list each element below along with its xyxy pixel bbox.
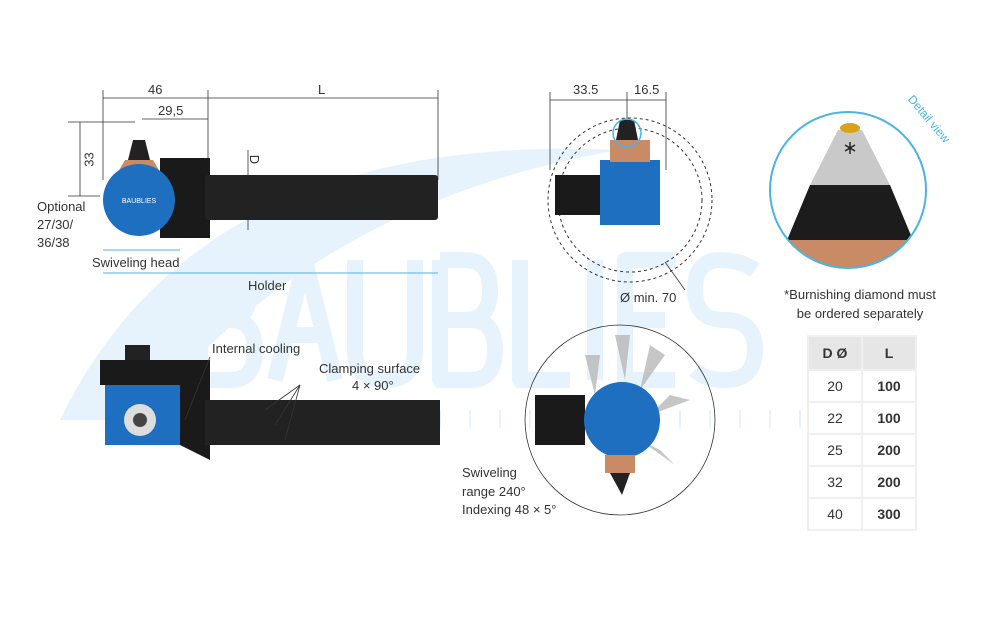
cell-diameter: 40: [807, 497, 863, 531]
swiveling-label: Swiveling: [462, 465, 517, 480]
dim-16-5: 16.5: [634, 82, 660, 97]
cell-length: 200: [861, 465, 917, 499]
optional-values-2: 36/38: [37, 235, 70, 250]
cell-diameter: 32: [807, 465, 863, 499]
cell-length: 300: [861, 497, 917, 531]
dim-33-5: 33.5: [573, 82, 599, 97]
indexing-label: Indexing 48 × 5°: [462, 502, 557, 517]
cell-length: 100: [861, 401, 917, 435]
diamond-note-1: *Burnishing diamond must: [784, 287, 936, 302]
min-diameter-label: Ø min. 70: [620, 290, 677, 305]
table-header-row: D Ø L: [807, 335, 917, 371]
cell-diameter: 22: [807, 401, 863, 435]
clamping-surface-label: Clamping surface: [319, 361, 421, 376]
header-length: L: [861, 335, 917, 371]
dim-L: L: [318, 82, 326, 97]
swivel-view-tool: [524, 324, 716, 516]
cell-diameter: 20: [807, 369, 863, 403]
cell-length: 100: [861, 369, 917, 403]
holder-label: Holder: [248, 278, 287, 293]
header-diameter: D Ø: [807, 335, 863, 371]
side-view-logo: BAUBLIES: [122, 198, 157, 205]
optional-label: Optional: [37, 199, 86, 214]
side-view-tool: BAUBLIES: [103, 140, 438, 238]
cell-diameter: 25: [807, 433, 863, 467]
dim-33: 33: [81, 152, 97, 167]
front-view: [547, 92, 713, 291]
clamping-value: 4 × 90°: [352, 378, 394, 393]
asterisk-icon: [844, 142, 856, 154]
dimension-blue-lines: [103, 249, 438, 274]
bottom-view-tool: [100, 345, 440, 460]
dim-D: D: [247, 154, 263, 165]
internal-cooling-label: Internal cooling: [212, 341, 301, 356]
dim-29-5: 29,5: [158, 103, 184, 118]
swivel-range: range 240°: [462, 484, 526, 499]
diamond-note-2: be ordered separately: [796, 306, 924, 321]
cell-length: 200: [861, 433, 917, 467]
optional-values-1: 27/30/: [37, 217, 74, 232]
swiveling-head-label: Swiveling head: [92, 255, 180, 270]
dim-46: 46: [148, 82, 163, 97]
detail-view: [769, 111, 927, 269]
